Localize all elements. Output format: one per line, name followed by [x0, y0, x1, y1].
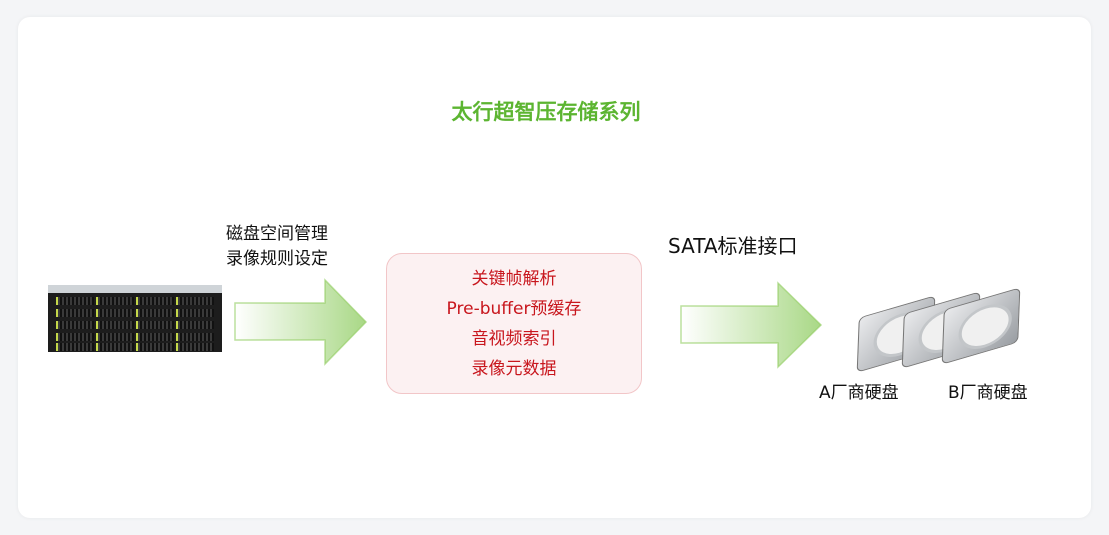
feature-metadata: 录像元数据 [471, 358, 557, 379]
feature-keyframe: 关键帧解析 [471, 268, 557, 289]
diagram-title: 太行超智压存储系列 [451, 100, 641, 124]
left-label: 磁盘空间管理 录像规则设定 [226, 222, 328, 272]
feature-av-index: 音视频索引 [471, 328, 557, 349]
disk-label-b: B厂商硬盘 [948, 383, 1028, 403]
arrow-left [234, 278, 368, 366]
storage-server-image [48, 285, 222, 352]
hard-disks-image [850, 285, 1030, 375]
arrow-right [680, 281, 823, 369]
sata-label: SATA标准接口 [668, 234, 798, 258]
left-label-line: 录像规则设定 [226, 249, 328, 269]
left-label-line: 磁盘空间管理 [226, 224, 328, 244]
disk-label-a: A厂商硬盘 [819, 383, 899, 403]
feature-prebuffer: Pre-buffer预缓存 [446, 298, 582, 319]
processing-box: 关键帧解析 Pre-buffer预缓存 音视频索引 录像元数据 [386, 253, 642, 394]
